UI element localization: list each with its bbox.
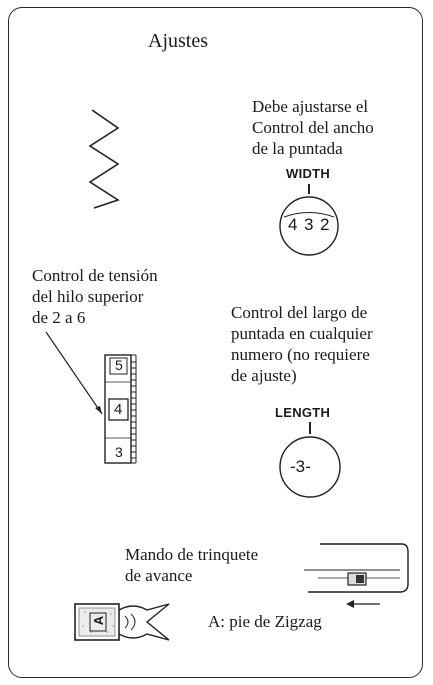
zigzag-presser-foot-icon [74,603,170,641]
width-dial-number-left: 4 [288,215,298,234]
presser-foot-text: A: pie de Zigzag [208,612,322,631]
tension-number-5: 5 [115,357,123,373]
feed-dog-lever-illustration [304,543,409,608]
width-dial-label: WIDTH [286,166,331,181]
length-dial-number: -3- [290,457,311,476]
length-dial-label: LENGTH [275,405,331,420]
width-control-text: Debe ajustarse el Control del ancho de l… [252,97,374,158]
length-control-text: Control del largo de puntada en cualquie… [231,303,373,385]
zigzag-stitch-icon [88,109,120,209]
tension-leader-line [45,331,103,415]
feed-dog-text: Mando de trinquete de avance [125,545,259,585]
width-dial-number-right: 2 [320,215,330,234]
length-dial [279,422,341,498]
tension-dial-strip [104,354,137,464]
page-title: Ajustes [148,30,208,52]
width-dial [279,184,339,256]
tension-number-4: 4 [114,401,123,418]
width-dial-number-center: 3 [304,215,314,234]
tension-control-text: Control de tensión del hilo superior de … [32,266,158,327]
page-frame [8,7,423,678]
presser-foot-letter: A [91,615,107,626]
tension-number-3: 3 [115,444,123,460]
